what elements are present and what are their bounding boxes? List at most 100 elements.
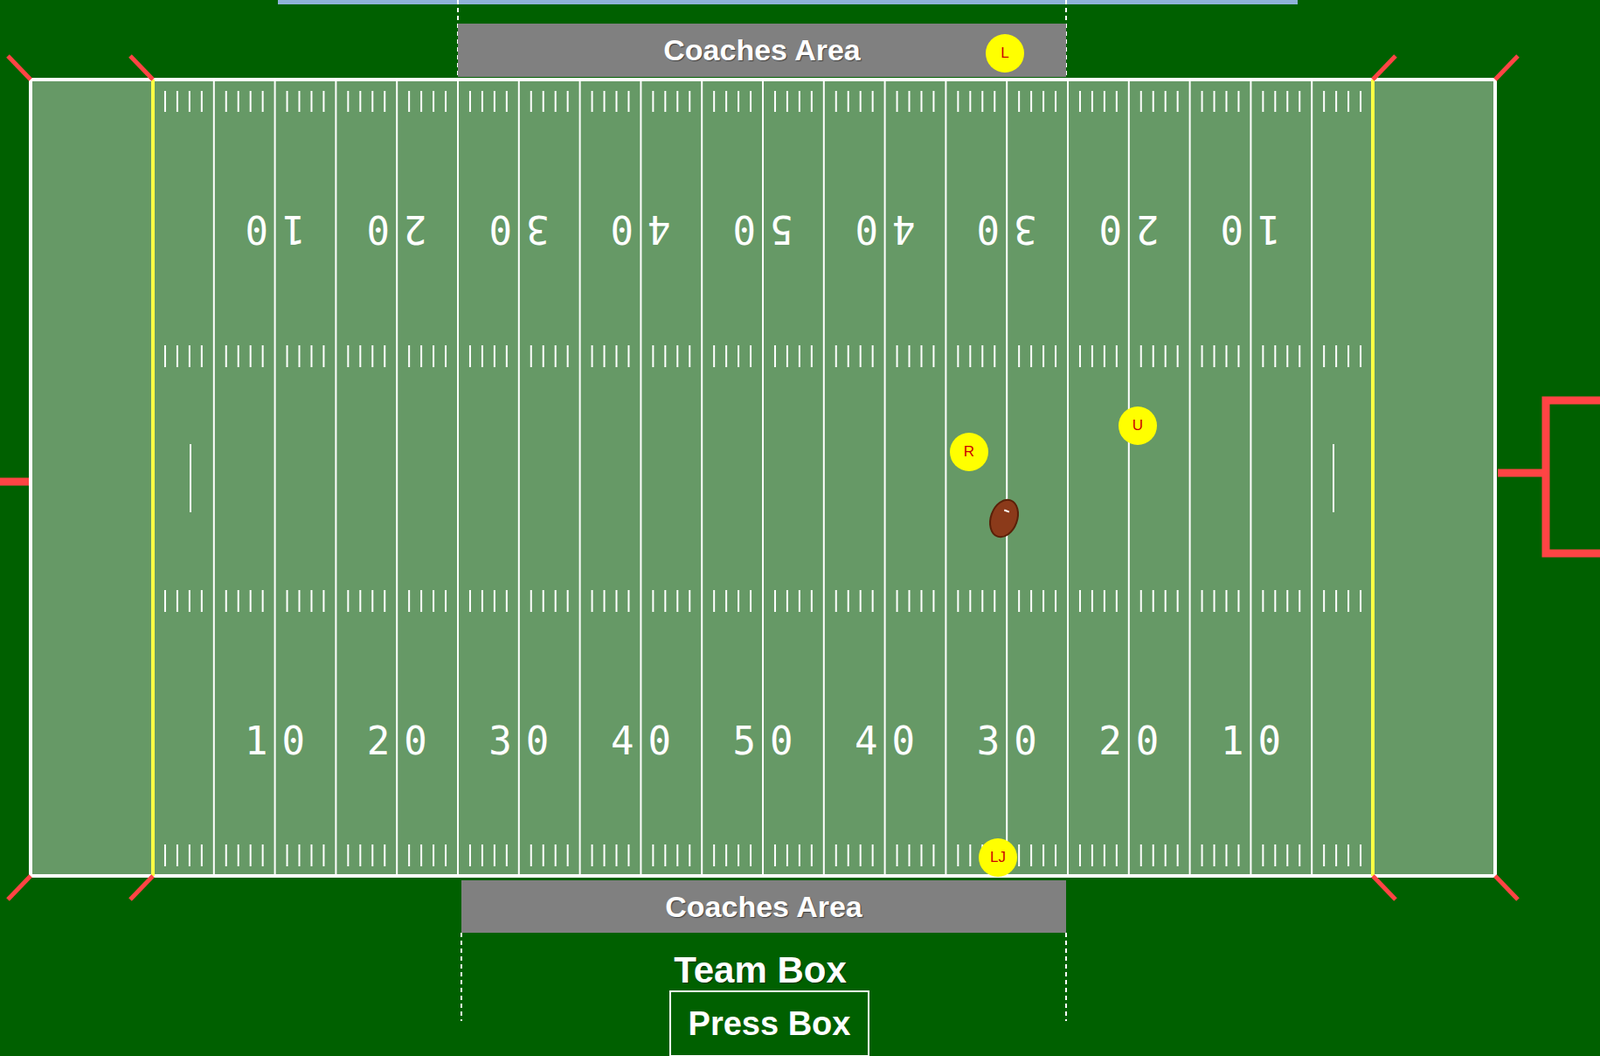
hash-mark	[420, 90, 423, 112]
hash-mark	[956, 589, 959, 612]
hash-mark	[567, 345, 569, 368]
hash-mark	[249, 844, 252, 866]
hash-mark	[1322, 589, 1325, 612]
hash-mark	[505, 844, 508, 866]
hash-mark	[1079, 844, 1081, 866]
hash-mark	[872, 90, 874, 112]
hash-mark	[1237, 589, 1240, 612]
yard-number: 30	[474, 209, 563, 249]
hash-mark	[371, 589, 374, 612]
hash-mark	[1286, 844, 1289, 866]
hash-mark	[371, 844, 374, 866]
football	[984, 495, 1023, 541]
hash-mark	[1298, 589, 1301, 612]
hash-mark	[1018, 345, 1020, 368]
hash-mark	[1152, 90, 1155, 112]
hash-mark	[1359, 345, 1362, 368]
yard-number: 30	[962, 721, 1052, 761]
hash-mark	[1225, 345, 1227, 368]
hash-mark	[1018, 589, 1020, 612]
hash-mark	[1274, 589, 1276, 612]
hash-mark	[1237, 844, 1240, 866]
hash-mark	[237, 90, 240, 112]
hash-mark	[737, 844, 740, 866]
yard-number: 10	[230, 209, 319, 249]
hash-mark	[798, 90, 801, 112]
hash-mark	[286, 90, 289, 112]
official-marker: R	[948, 431, 990, 472]
hash-mark	[1225, 589, 1227, 612]
hash-mark	[1152, 345, 1155, 368]
hash-mark	[164, 345, 167, 368]
hash-mark	[847, 589, 850, 612]
hash-mark	[725, 345, 728, 368]
hash-mark	[567, 844, 569, 866]
goal-post	[0, 400, 1600, 554]
hash-mark	[1201, 844, 1204, 866]
hash-mark	[713, 589, 715, 612]
hash-mark	[1201, 589, 1204, 612]
hash-mark	[932, 844, 935, 866]
hash-mark	[688, 90, 691, 112]
hash-mark	[298, 90, 301, 112]
hash-mark	[847, 90, 850, 112]
hash-mark	[1359, 90, 1362, 112]
hash-mark	[481, 589, 484, 612]
hash-mark	[1054, 90, 1057, 112]
hash-mark	[1335, 90, 1337, 112]
marker-fill	[1118, 406, 1157, 445]
hash-mark	[1177, 844, 1179, 866]
hash-mark	[908, 345, 911, 368]
hash-mark	[847, 844, 850, 866]
hash-mark	[713, 844, 715, 866]
yard-number: 20	[1084, 209, 1173, 249]
yard-line	[944, 79, 947, 876]
hash-mark	[444, 844, 447, 866]
hash-mark	[298, 589, 301, 612]
hash-mark	[200, 844, 203, 866]
hash-mark	[1164, 844, 1167, 866]
hash-mark	[542, 589, 545, 612]
yard-line	[1310, 79, 1313, 876]
yard-number: 10	[230, 721, 319, 761]
hash-mark	[188, 90, 191, 112]
hash-mark	[432, 345, 435, 368]
hash-mark	[603, 844, 606, 866]
hash-mark	[676, 90, 679, 112]
hash-mark	[1274, 90, 1276, 112]
hash-mark	[371, 90, 374, 112]
hash-mark	[493, 589, 496, 612]
hash-mark	[481, 90, 484, 112]
hash-mark	[725, 844, 728, 866]
team-box-lines	[457, 0, 1067, 1021]
hash-mark	[225, 90, 228, 112]
yard-number: 20	[353, 721, 442, 761]
hash-mark	[346, 844, 349, 866]
hash-mark	[1115, 844, 1118, 866]
hash-mark	[1359, 844, 1362, 866]
hash-mark	[1054, 345, 1057, 368]
hash-mark	[1261, 844, 1264, 866]
try-line	[1332, 443, 1335, 513]
goal-line	[151, 79, 155, 876]
hash-mark	[262, 844, 264, 866]
hash-mark	[444, 90, 447, 112]
hash-mark	[298, 844, 301, 866]
hash-mark	[932, 90, 935, 112]
hash-mark	[1054, 589, 1057, 612]
yard-number: 50	[719, 209, 808, 249]
official-marker: L	[984, 33, 1026, 74]
hash-mark	[505, 90, 508, 112]
hash-mark	[1347, 844, 1350, 866]
hash-mark	[872, 345, 874, 368]
hash-mark	[969, 345, 971, 368]
hash-mark	[1347, 345, 1350, 368]
yard-line	[1189, 79, 1192, 876]
hash-mark	[835, 844, 838, 866]
hash-mark	[1042, 345, 1045, 368]
hash-mark	[725, 589, 728, 612]
hash-mark	[383, 90, 386, 112]
hash-mark	[615, 345, 617, 368]
hash-mark	[908, 844, 911, 866]
hash-mark	[262, 345, 264, 368]
